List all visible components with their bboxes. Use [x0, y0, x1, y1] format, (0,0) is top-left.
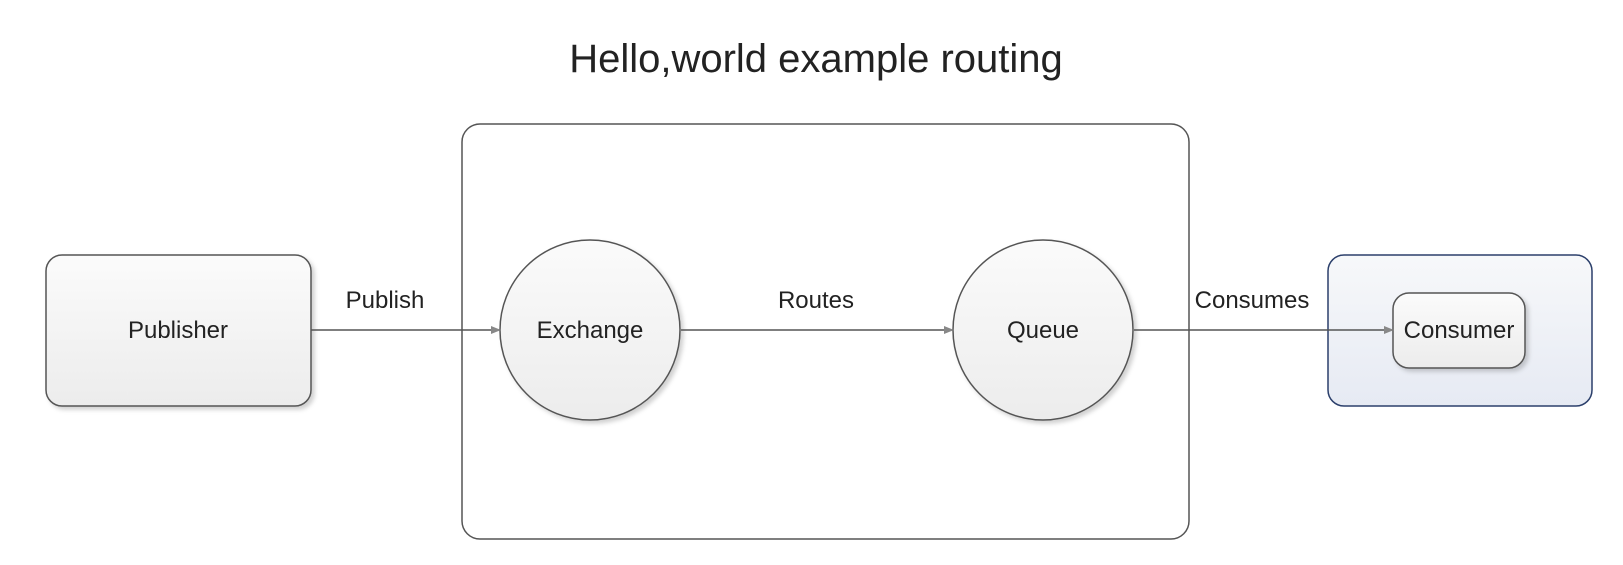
publisher-node: Publisher — [45, 254, 312, 407]
consumer-label: Consumer — [1404, 317, 1515, 344]
publisher-label: Publisher — [128, 317, 228, 344]
queue-node: Queue — [952, 239, 1134, 421]
diagram-title: Hello,world example routing — [569, 37, 1063, 81]
queue-label: Queue — [1007, 317, 1079, 344]
broker-container — [461, 123, 1190, 540]
publish-edge-label: Publish — [346, 287, 425, 314]
routes-edge-label: Routes — [778, 287, 854, 314]
consumer-node: Consumer — [1392, 292, 1526, 369]
exchange-node: Exchange — [499, 239, 681, 421]
exchange-label: Exchange — [537, 317, 644, 344]
consumes-edge-label: Consumes — [1195, 287, 1310, 314]
